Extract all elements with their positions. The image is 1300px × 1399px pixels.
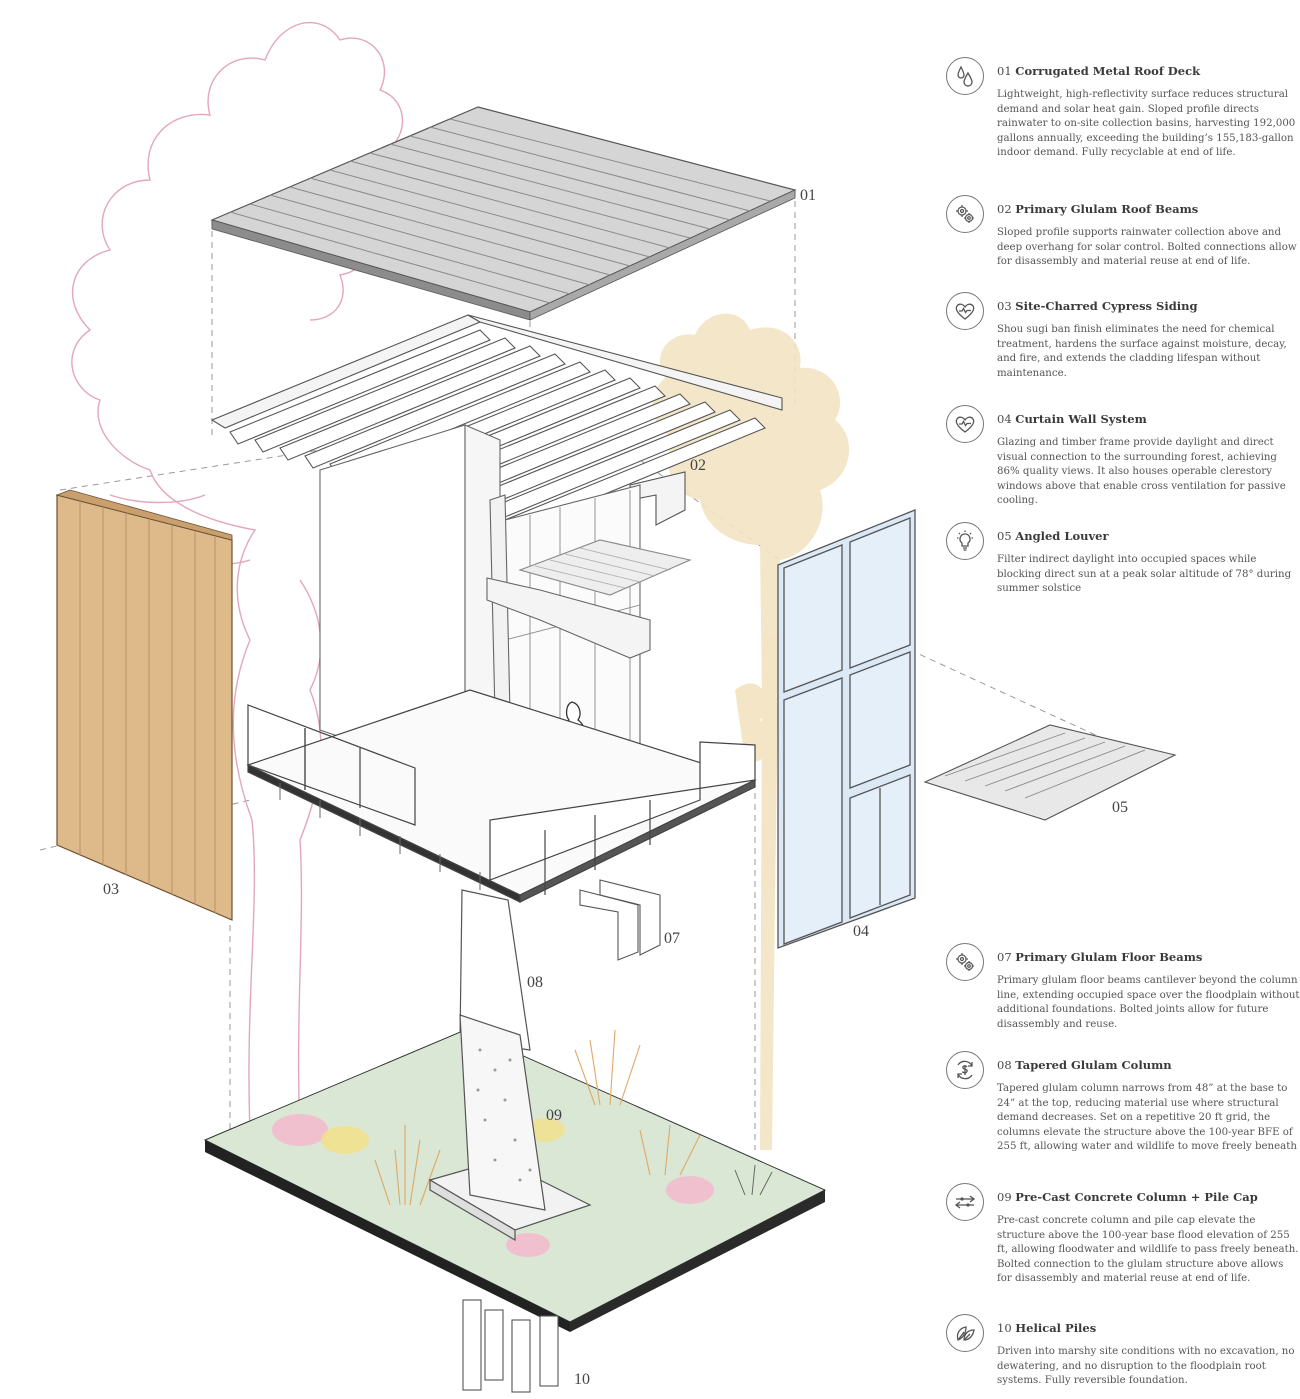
beige-tree-silhouette bbox=[652, 313, 850, 1150]
dollar-cycle-icon bbox=[946, 1051, 984, 1089]
legend-desc: Shou sugi ban finish eliminates the need… bbox=[997, 324, 1287, 379]
legend-num: 08 bbox=[997, 1058, 1012, 1072]
legend-desc: Primary glulam floor beams cantilever be… bbox=[997, 975, 1300, 1030]
legend-desc: Driven into marshy site conditions with … bbox=[997, 1346, 1295, 1387]
legend-num: 04 bbox=[997, 412, 1012, 426]
heart-pulse-icon bbox=[946, 292, 984, 330]
floor-beams bbox=[579, 879, 661, 961]
building-core bbox=[319, 424, 692, 801]
legend-title: Helical Piles bbox=[1015, 1321, 1097, 1335]
callout-03: 03 bbox=[103, 881, 119, 898]
angled-louver-panel bbox=[923, 724, 1177, 821]
legend-num: 10 bbox=[997, 1321, 1012, 1335]
circuit-arrows-icon bbox=[946, 1183, 984, 1221]
legend-num: 07 bbox=[997, 950, 1012, 964]
legend-title: Primary Glulam Floor Beams bbox=[1015, 950, 1203, 964]
roof-deck bbox=[210, 106, 797, 321]
legend-desc: Glazing and timber frame provide dayligh… bbox=[997, 437, 1286, 507]
legend-num: 01 bbox=[997, 64, 1012, 78]
legend-num: 09 bbox=[997, 1190, 1012, 1204]
precast-concrete-column bbox=[428, 1014, 592, 1242]
tapered-glulam-column bbox=[459, 889, 531, 1051]
deck-platform bbox=[246, 689, 757, 903]
callout-10: 10 bbox=[574, 1371, 590, 1388]
legend-desc: Filter indirect daylight into occupied s… bbox=[997, 554, 1292, 595]
lightbulb-icon bbox=[946, 522, 984, 560]
legend-desc: Lightweight, high-reflectivity surface r… bbox=[997, 89, 1296, 159]
legend-num: 03 bbox=[997, 299, 1012, 313]
cypress-siding-panel bbox=[55, 489, 233, 921]
heart-pulse-icon bbox=[946, 405, 984, 443]
legend-title: Corrugated Metal Roof Deck bbox=[1015, 64, 1201, 78]
callout-08: 08 bbox=[527, 974, 543, 991]
callout-02: 02 bbox=[690, 457, 706, 474]
legend-desc: Pre-cast concrete column and pile cap el… bbox=[997, 1215, 1299, 1285]
legend-title: Curtain Wall System bbox=[1015, 412, 1147, 426]
helical-piles bbox=[462, 1299, 559, 1393]
legend-title: Site-Charred Cypress Siding bbox=[1015, 299, 1198, 313]
legend-title: Pre-Cast Concrete Column + Pile Cap bbox=[1015, 1190, 1258, 1204]
gears-icon bbox=[946, 195, 984, 233]
gears-icon bbox=[946, 943, 984, 981]
legend-title: Angled Louver bbox=[1015, 529, 1109, 543]
legend-num: 02 bbox=[997, 202, 1012, 216]
callout-09: 09 bbox=[546, 1107, 562, 1124]
legend-desc: Sloped profile supports rainwater collec… bbox=[997, 227, 1297, 268]
leaves-icon bbox=[946, 1314, 984, 1352]
curtain-wall bbox=[777, 509, 916, 949]
legend-desc: Tapered glulam column narrows from 48” a… bbox=[997, 1083, 1297, 1153]
water-drops-icon bbox=[946, 57, 984, 95]
callout-07: 07 bbox=[664, 930, 680, 947]
legend-num: 05 bbox=[997, 529, 1012, 543]
legend-title: Tapered Glulam Column bbox=[1015, 1058, 1172, 1072]
vegetation bbox=[272, 1029, 773, 1257]
callout-04: 04 bbox=[853, 923, 869, 940]
legend-title: Primary Glulam Roof Beams bbox=[1015, 202, 1199, 216]
callout-05: 05 bbox=[1112, 799, 1128, 816]
callout-01: 01 bbox=[800, 187, 816, 204]
